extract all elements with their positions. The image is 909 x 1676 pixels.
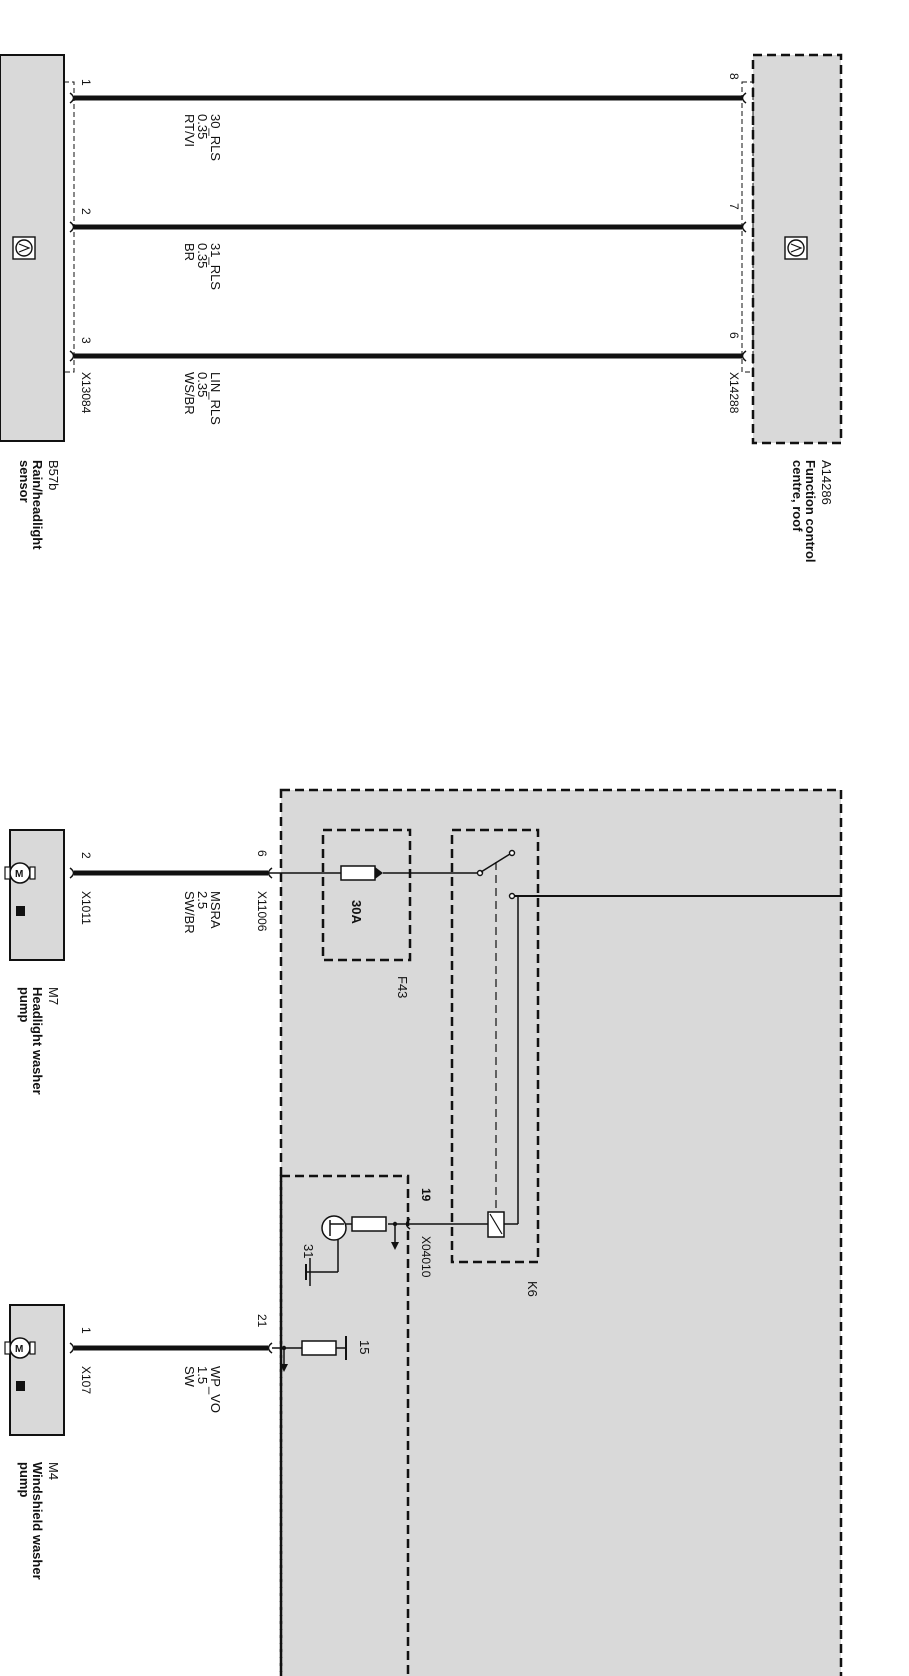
svg-text:sensor: sensor xyxy=(17,460,32,503)
wire-31-rls[interactable] xyxy=(69,221,747,233)
pin-label: 2 xyxy=(79,208,93,215)
svg-text:2.5: 2.5 xyxy=(195,891,210,909)
svg-text:A14286: A14286 xyxy=(819,460,834,505)
svg-text:BR: BR xyxy=(182,243,197,261)
connector-label-x13084: X13084 xyxy=(79,372,93,414)
svg-text:RT/VI: RT/VI xyxy=(182,114,197,147)
wire-msra[interactable] xyxy=(69,867,341,879)
svg-text:M: M xyxy=(15,869,23,880)
wire-label-wp-vo: WP_VO 1.5 SW xyxy=(182,1366,223,1413)
pin-label: 6 xyxy=(255,850,269,857)
relay-icon xyxy=(383,849,841,1238)
motor-icon: M xyxy=(4,862,36,916)
component-label-a14286: A14286 Function control centre, roof xyxy=(790,460,834,563)
svg-text:1.5: 1.5 xyxy=(195,1366,210,1384)
fuse-icon xyxy=(340,865,383,881)
function-control-centre-icon xyxy=(784,236,808,260)
wire-label-31-rls: 31_RLS 0.35 BR xyxy=(182,243,223,290)
pin-label: 3 xyxy=(79,337,93,344)
pin-label: 1 xyxy=(79,1327,93,1334)
svg-text:Rain/headlight: Rain/headlight xyxy=(30,460,45,550)
svg-text:Windshield washer: Windshield washer xyxy=(30,1462,45,1580)
function-control-centre-connector-outline xyxy=(741,81,754,373)
pin-label: 1 xyxy=(79,79,93,86)
svg-text:MSRA: MSRA xyxy=(208,891,223,929)
svg-text:WS/BR: WS/BR xyxy=(182,372,197,415)
svg-text:30_RLS: 30_RLS xyxy=(208,114,223,161)
connector-label-x1011: X1011 xyxy=(79,891,93,925)
component-label-m4: M4 Windshield washer pump xyxy=(17,1462,61,1580)
connector-label-x11006: X11006 xyxy=(255,891,269,932)
svg-text:pump: pump xyxy=(17,987,32,1022)
fuse-f43-box[interactable] xyxy=(321,828,412,962)
svg-text:WP_VO: WP_VO xyxy=(208,1366,223,1413)
svg-text:0.35: 0.35 xyxy=(195,114,210,139)
wire-label-30-rls: 30_RLS 0.35 RT/VI xyxy=(182,114,223,161)
fuse-code: F43 xyxy=(395,976,410,998)
component-label-m7: M7 Headlight washer pump xyxy=(17,987,61,1095)
svg-text:centre, roof: centre, roof xyxy=(790,460,805,532)
pin-label: 7 xyxy=(727,203,741,210)
motor-icon: M xyxy=(4,1337,36,1391)
relay-code: K6 xyxy=(525,1281,540,1297)
pin-label-19: 19 xyxy=(419,1188,433,1202)
wire-30-rls[interactable] xyxy=(69,92,747,104)
junction-box-module xyxy=(279,788,843,1676)
pin-label: 6 xyxy=(727,332,741,339)
svg-text:B57b: B57b xyxy=(46,460,61,490)
rain-sensor-connector-outline xyxy=(63,81,75,373)
wire-label-msra: MSRA 2.5 SW/BR xyxy=(182,891,223,934)
control-section-box xyxy=(279,1174,410,1676)
wire-lin-rls[interactable] xyxy=(69,350,747,362)
wire-wp-vo[interactable] xyxy=(69,1336,347,1372)
svg-text:0.35: 0.35 xyxy=(195,243,210,268)
ground-31-label: 31 xyxy=(301,1244,316,1258)
svg-text:31_RLS: 31_RLS xyxy=(208,243,223,290)
supply-15-label: 15 xyxy=(357,1340,372,1354)
component-label-b57b: B57b Rain/headlight sensor xyxy=(17,460,61,550)
fuse-rating: 30A xyxy=(349,900,364,924)
relay-driver-circuit xyxy=(305,1215,411,1286)
rain-sensor-icon xyxy=(12,236,36,260)
svg-text:0.35: 0.35 xyxy=(195,372,210,397)
svg-text:Function control: Function control xyxy=(803,460,818,563)
pin-label: 8 xyxy=(727,73,741,80)
connector-label-x107: X107 xyxy=(79,1366,93,1394)
wire-label-lin-rls: LIN_RLS 0.35 WS/BR xyxy=(182,372,223,425)
svg-text:SW/BR: SW/BR xyxy=(182,891,197,934)
svg-text:Headlight washer: Headlight washer xyxy=(30,987,45,1095)
connector-label-x14288: X14288 xyxy=(727,372,741,414)
pin-label: 21 xyxy=(255,1314,269,1328)
svg-text:M7: M7 xyxy=(46,987,61,1005)
svg-text:pump: pump xyxy=(17,1462,32,1497)
headlight-washer-pump-box[interactable] xyxy=(9,829,65,961)
svg-text:SW: SW xyxy=(182,1366,197,1388)
relay-k6-box[interactable] xyxy=(450,828,540,1264)
svg-text:M: M xyxy=(15,1344,23,1355)
windshield-washer-pump-box[interactable] xyxy=(9,1304,65,1436)
connector-label-x04010: X04010 xyxy=(419,1236,433,1278)
pin-label: 2 xyxy=(79,852,93,859)
svg-text:M4: M4 xyxy=(46,1462,61,1480)
svg-text:LIN_RLS: LIN_RLS xyxy=(208,372,223,425)
